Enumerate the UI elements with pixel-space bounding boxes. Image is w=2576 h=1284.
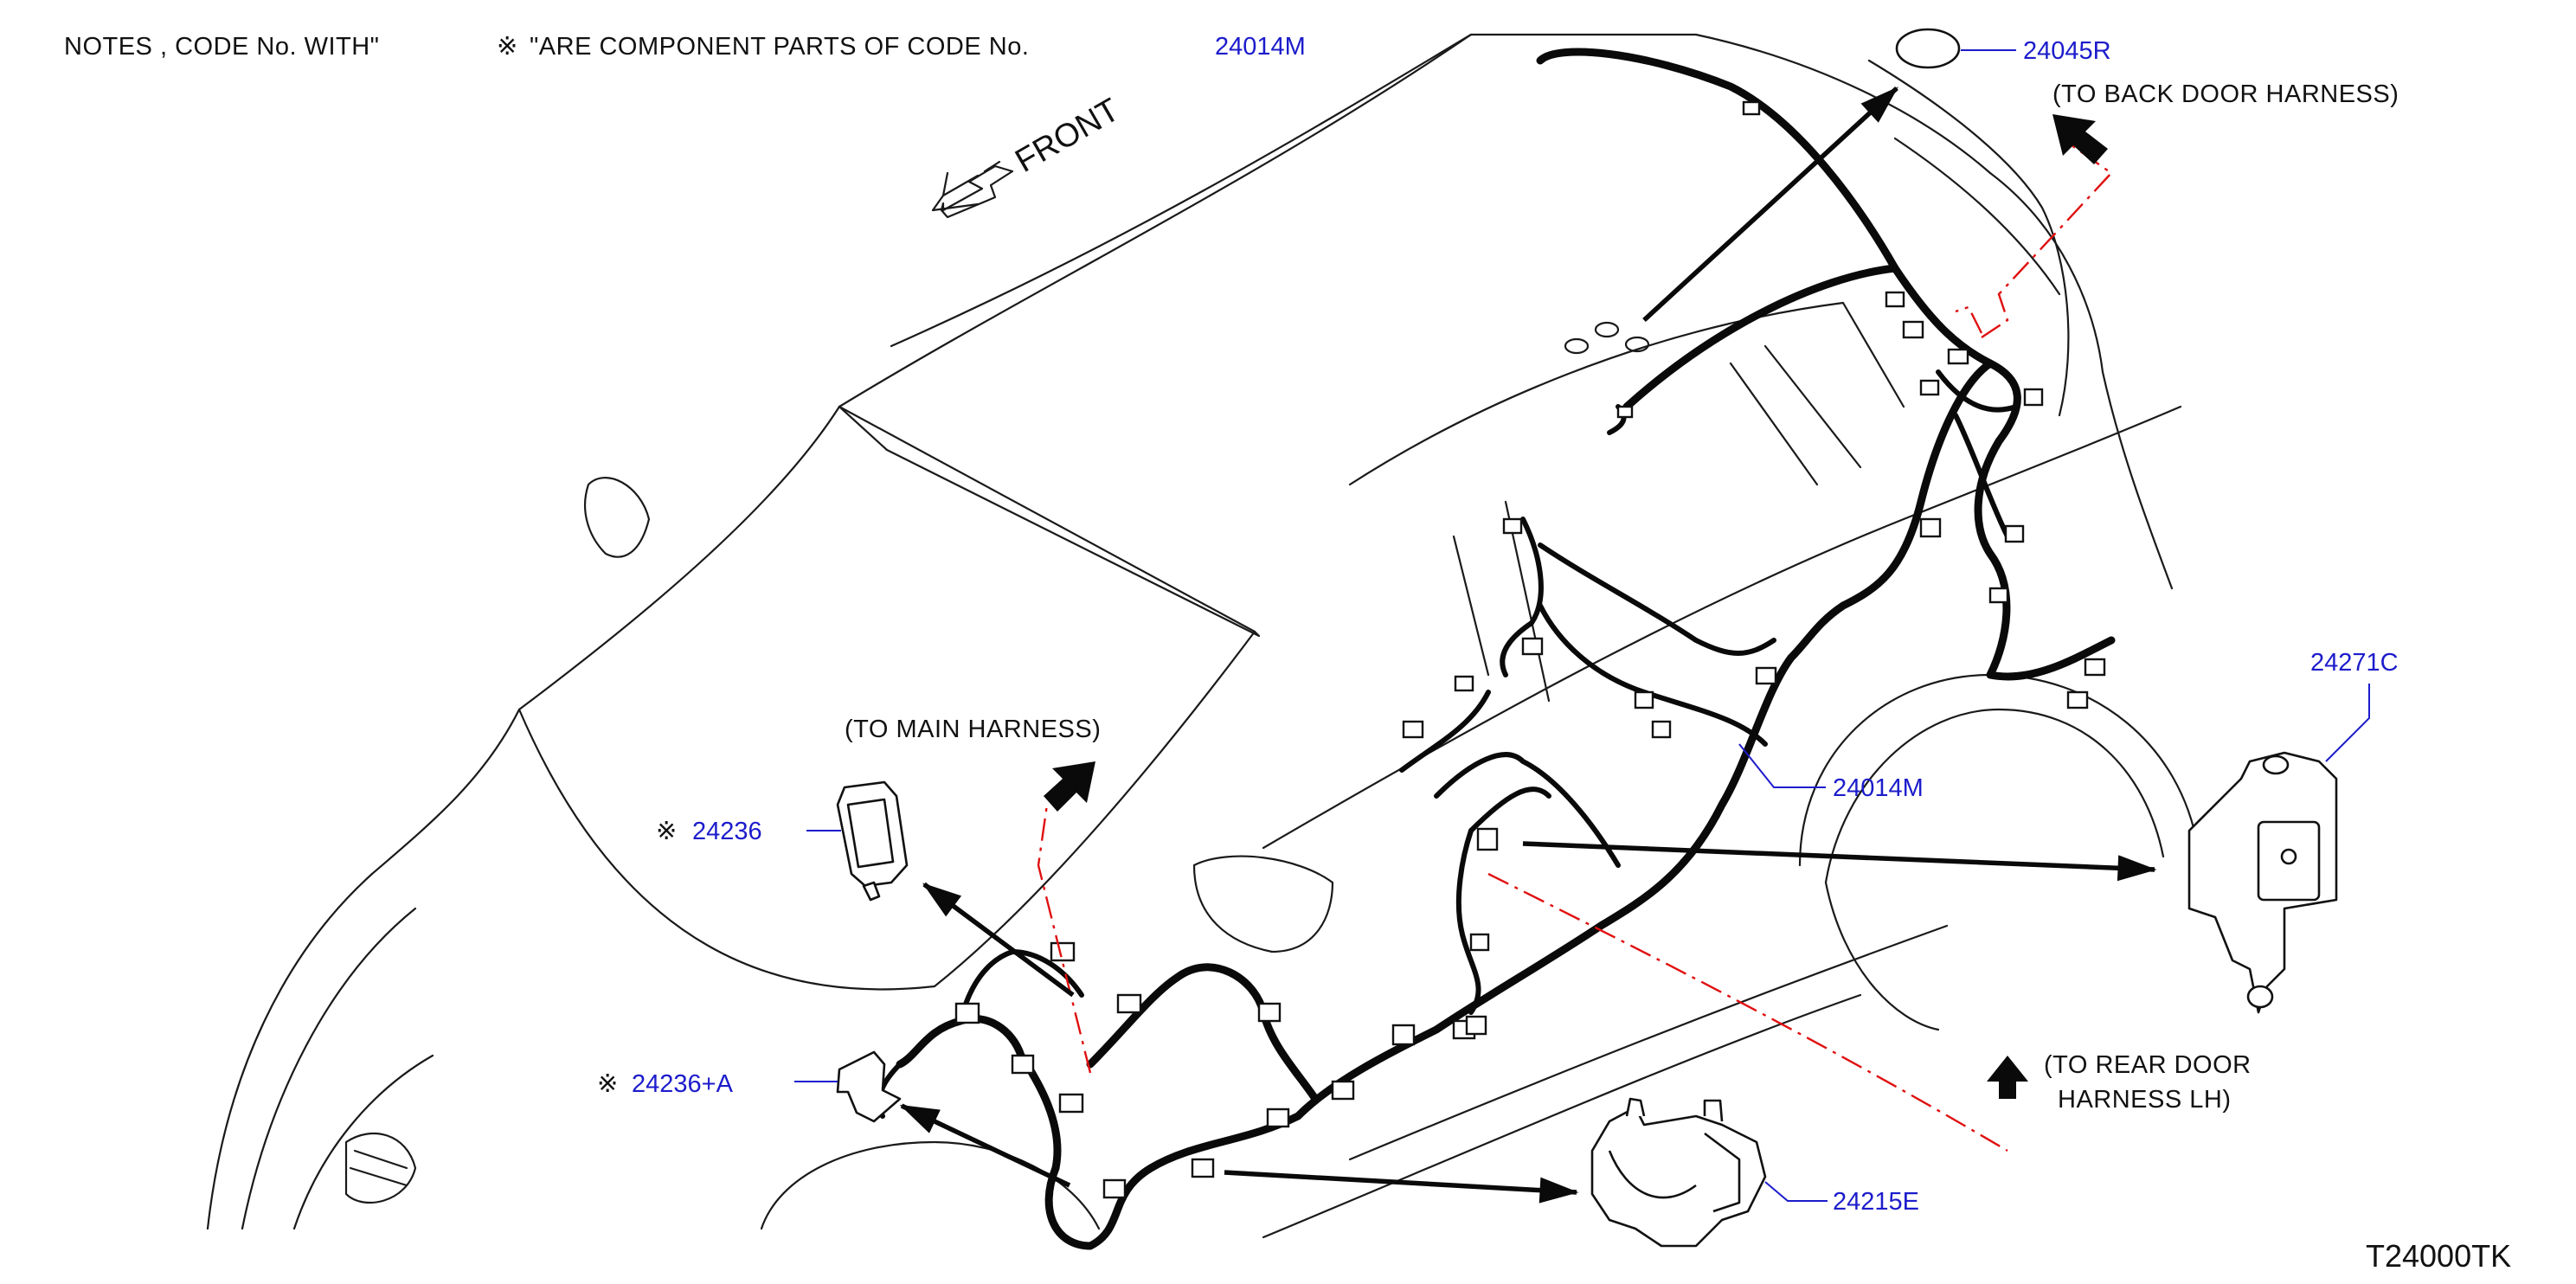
part-24215E[interactable]: 24215E [1590, 1097, 1919, 1248]
harness-connectors [954, 100, 2106, 1199]
part-24236[interactable]: ※ 24236 [656, 780, 909, 902]
front-arrow-icon [940, 164, 1014, 219]
part-label-24271C[interactable]: 24271C [2310, 649, 2399, 677]
notes-symbol: ※ [497, 33, 518, 61]
part-24014M-callout[interactable]: 24014M [1738, 743, 1924, 802]
back-door-harness-note: (TO BACK DOOR HARNESS) [2052, 80, 2399, 108]
main-harness-arrow-icon [1044, 761, 1095, 812]
vehicle-body-outline [206, 33, 2200, 1239]
module-bracket-icon [836, 1050, 902, 1123]
notes-suffix: "ARE COMPONENT PARTS OF CODE No. [530, 33, 1029, 61]
part-label-24215E[interactable]: 24215E [1833, 1188, 1919, 1216]
part-label-24014M[interactable]: 24014M [1833, 774, 1924, 802]
direction-arrows [899, 86, 2157, 1204]
part-label-24236[interactable]: 24236 [692, 818, 762, 845]
part-label-24236A-symbol: ※ [597, 1070, 619, 1098]
notes-prefix: NOTES , CODE No. WITH" [64, 33, 379, 61]
part-24236A[interactable]: ※ 24236+A [597, 1050, 902, 1123]
back-door-arrow-icon [2052, 114, 2108, 164]
harness-24014M [877, 48, 2116, 1250]
part-label-24045R[interactable]: 24045R [2023, 37, 2111, 65]
front-label: FRONT [1010, 92, 1126, 180]
grommet-cap-icon [1895, 28, 1961, 69]
part-24045R[interactable]: 24045R [1895, 28, 2111, 69]
main-harness-note: (TO MAIN HARNESS) [845, 716, 1101, 743]
rear-door-harness-note-line2: HARNESS LH) [2058, 1086, 2232, 1114]
notes-code[interactable]: 24014M [1215, 33, 1306, 61]
reference-lines [1037, 142, 2113, 1152]
harness-clip-icon [1590, 1106, 1767, 1248]
front-direction-indicator: FRONT [931, 92, 1126, 219]
part-label-24236A[interactable]: 24236+A [632, 1070, 734, 1098]
rear-door-harness-note-line1: (TO REAR DOOR [2044, 1051, 2252, 1079]
part-24271C[interactable]: 24271C [2187, 649, 2399, 1014]
diagram-code: T24000TK [2366, 1238, 2511, 1274]
part-label-24236-symbol: ※ [656, 818, 678, 845]
rear-door-arrow-icon [1987, 1056, 2028, 1099]
